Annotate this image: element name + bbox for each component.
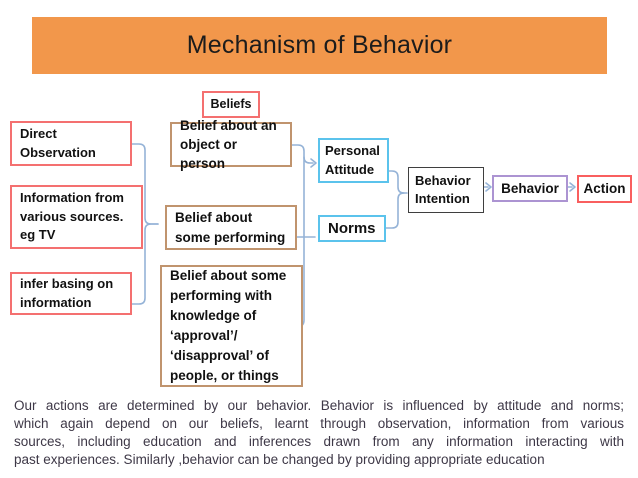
belief-box-approval-disapproval: Belief about some performing with knowle…	[160, 265, 303, 387]
action-box: Action	[577, 175, 632, 203]
norms-box: Norms	[318, 215, 386, 242]
arrowhead-action	[569, 182, 576, 192]
title-bar: Mechanism of Behavior	[32, 17, 607, 74]
arrowhead-attitude	[310, 158, 317, 168]
arrowhead-behavior	[485, 182, 492, 192]
belief-box-object-person: Belief about an object or person	[170, 118, 292, 171]
paragraph-line: which again depend on our beliefs, learn…	[14, 416, 624, 431]
slide-title: Mechanism of Behavior	[186, 31, 453, 59]
connector-norms-to-intention	[385, 192, 405, 229]
behavior-box: Behavior	[492, 175, 568, 202]
summary-paragraph: Our actions are determined by our behavi…	[14, 397, 624, 469]
paragraph-line: sources, including education and inferen…	[14, 434, 624, 449]
source-box-infer-information: infer basing on information	[10, 272, 132, 315]
connector-belief1-to-attitude	[291, 144, 314, 164]
personal-attitude-box: Personal Attitude	[318, 138, 389, 183]
belief-box-some-performing: Belief about some performing	[165, 205, 297, 250]
paragraph-line: past experiences. Similarly ,behavior ca…	[14, 452, 545, 467]
connector-attitude-to-intention	[388, 170, 408, 194]
beliefs-header-box: Beliefs	[202, 91, 260, 118]
source-box-information-sources: Information from various sources. eg TV	[10, 185, 143, 249]
paragraph-line: Our actions are determined by our behavi…	[14, 398, 624, 413]
source-box-direct-observation: Direct Observation	[10, 121, 132, 166]
behavior-intention-box: Behavior Intention	[408, 167, 484, 213]
